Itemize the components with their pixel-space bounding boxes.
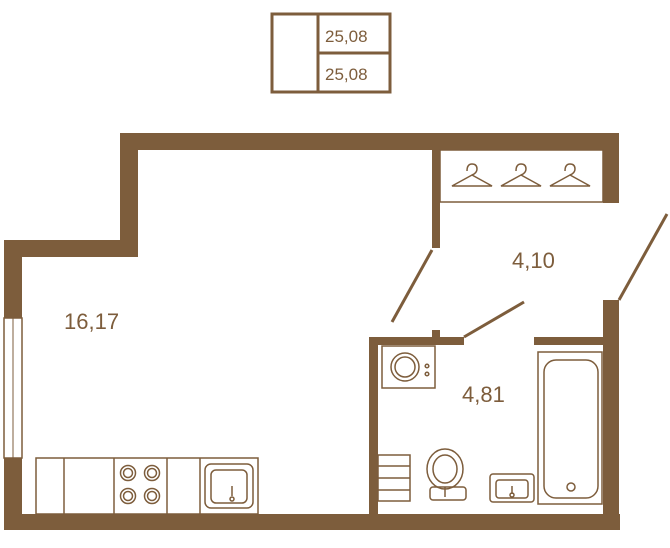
area-legend: 25,08 25,08 [270, 12, 392, 94]
wall-bottom [4, 514, 620, 530]
legend-living-area: 25,08 [325, 65, 368, 84]
wall-step-horizontal [4, 240, 138, 257]
sink-icon [204, 463, 254, 509]
wall-door-post [432, 330, 440, 338]
toilet-icon [426, 448, 467, 501]
hallway-area: 4,10 [512, 248, 555, 273]
hanger-icon [451, 163, 493, 187]
sink-icon [489, 473, 535, 503]
door-front [617, 213, 669, 301]
wall-top [120, 133, 619, 150]
wall-bathroom-left [369, 337, 378, 530]
legend-total-area: 25,08 [325, 27, 368, 46]
hanger-icon [500, 163, 542, 187]
wall-wardrobe-left [432, 150, 440, 248]
wall-left-upper [4, 240, 22, 318]
doors [390, 213, 669, 339]
hanger-icon [549, 163, 591, 187]
wall-right-upper [603, 133, 619, 203]
door-entry-hall [390, 249, 434, 323]
walls [3, 133, 620, 530]
wall-step-vertical [120, 133, 138, 257]
kitchen-counter [35, 457, 259, 515]
wardrobe [439, 149, 604, 203]
bathroom-fixtures [377, 345, 603, 505]
wall-bathroom-top-right [534, 337, 619, 345]
cabinet-icon [377, 454, 411, 502]
bathroom-area: 4,81 [462, 382, 505, 407]
bathtub-icon [537, 351, 603, 505]
stove-icon [119, 464, 161, 505]
door-bathroom [463, 300, 525, 339]
main-room-area: 16,17 [64, 309, 119, 334]
counter-frame [35, 457, 259, 515]
wall-right-lower [603, 300, 619, 530]
washing-machine-icon [381, 345, 436, 389]
wall-bathroom-top-left [369, 337, 464, 345]
wall-left-lower [4, 458, 22, 530]
